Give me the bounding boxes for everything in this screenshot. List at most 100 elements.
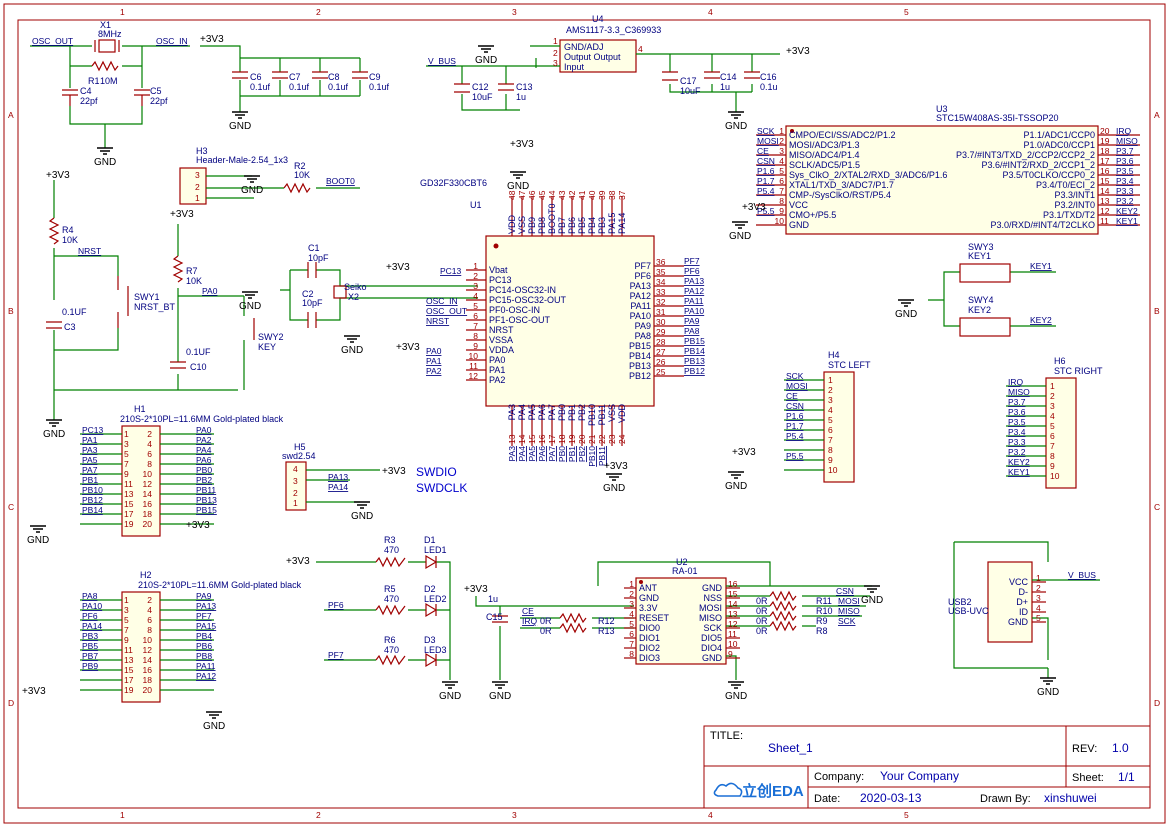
mcu-net-pb1: PB1 xyxy=(567,446,577,462)
stc-pin-13: P3.2/INT0 xyxy=(1054,200,1095,210)
stc-net-right-11: KEY1 xyxy=(1116,216,1138,226)
header-net-miso: MISO xyxy=(1008,387,1030,397)
header-net-pa1: PA1 xyxy=(82,435,98,445)
stc-pin-num: 7 xyxy=(779,186,784,196)
stc-pin-10: GND xyxy=(789,220,810,230)
swy2-ref: SWY2 xyxy=(258,332,284,342)
h5-part: swd2.54 xyxy=(282,451,316,461)
header-pin-num: 12 xyxy=(143,645,153,655)
u4-pin3: Input xyxy=(564,62,585,72)
rf-pin-num: 1 xyxy=(629,579,634,589)
mcu-pin-pb10: PB10 xyxy=(587,404,597,426)
rf-pin-ant: ANT xyxy=(639,583,658,593)
ground-icon xyxy=(728,111,744,119)
net-ce-rf: CE xyxy=(522,606,534,616)
header-pin-num: 3 xyxy=(1050,401,1055,411)
mcu-net-pa11: PA11 xyxy=(684,296,704,306)
header-net-p3.2: P3.2 xyxy=(1008,447,1026,457)
header-pin-num: 20 xyxy=(143,519,153,529)
net-nrst: NRST xyxy=(78,246,101,256)
stc-net-left-5: P1.6 xyxy=(757,166,775,176)
usb-pin-gnd: GND xyxy=(1008,617,1029,627)
c8-ref: C8 xyxy=(328,72,340,82)
power-gnd-label-14: GND xyxy=(351,511,373,522)
r6-ref: R6 xyxy=(384,635,396,645)
c3-value: 0.1UF xyxy=(62,307,87,317)
frame-col-3: 3 xyxy=(512,7,517,17)
mcu-net-pa1: PA1 xyxy=(426,356,442,366)
stc-pin-num: 12 xyxy=(1100,206,1110,216)
header-pin-num: 1 xyxy=(1050,381,1055,391)
mcu-net-pa2: PA2 xyxy=(426,366,442,376)
frame-col-bottom-5: 5 xyxy=(904,810,909,820)
header-net-pb4: PB4 xyxy=(196,631,212,641)
header-pin-num: 10 xyxy=(1050,471,1060,481)
power-gnd-label-9: GND xyxy=(603,483,625,494)
rf-pin-num: 13 xyxy=(728,609,738,619)
mcu-pin-num: 39 xyxy=(597,190,607,200)
r4-value: 10K xyxy=(62,235,78,245)
c6-value: 0.1uf xyxy=(250,82,271,92)
header-net-p1.7: P1.7 xyxy=(786,421,804,431)
header-pin-num: 6 xyxy=(147,615,152,625)
header-h4: H4 STC LEFT 1SCK2MOSI3CE4CSN5P1.66P1.77P… xyxy=(784,350,871,483)
header-net-p5.4: P5.4 xyxy=(786,431,804,441)
mcu-pin-pc13: PC13 xyxy=(489,275,512,285)
c9-value: 0.1uf xyxy=(369,82,390,92)
frame-row-A: A xyxy=(8,110,14,120)
header-net-p1.6: P1.6 xyxy=(786,411,804,421)
net-miso-rf: MISO xyxy=(838,606,860,616)
ground-icon xyxy=(606,473,622,481)
stc-net-left-9: P5.5 xyxy=(757,206,775,216)
stc-pin-18: P3.7/#INT3/TXD_2/CCP2/CCP2_2 xyxy=(956,150,1095,160)
x1-ref: X1 xyxy=(100,20,111,30)
mcu-pin-num: 14 xyxy=(517,434,527,444)
r8-ref: R8 xyxy=(816,626,828,636)
usb-pin-d-: D- xyxy=(1019,587,1029,597)
mcu-net-pb10: PB10 xyxy=(587,446,597,467)
mcu-pin-vdd: VDD xyxy=(507,214,517,234)
r9-ref: R9 xyxy=(816,616,828,626)
mcu-pin-pc15-osc32-out: PC15-OSC32-OUT xyxy=(489,295,567,305)
mcu-pin-pb1: PB1 xyxy=(567,404,577,421)
mcu-pin-num: 26 xyxy=(656,357,666,367)
frame-row-right-C: C xyxy=(1154,502,1160,512)
mcu-net-pa13: PA13 xyxy=(684,276,704,286)
rf-pin-num: 2 xyxy=(629,589,634,599)
power-gnd-label-2: GND xyxy=(475,55,497,66)
header-net-pb1: PB1 xyxy=(82,475,98,485)
header-net-pa14: PA14 xyxy=(82,621,102,631)
mcu-pin-pa7: PA7 xyxy=(547,404,557,420)
title-block: TITLE: Sheet_1 REV: 1.0 Company: Your Co… xyxy=(703,725,1151,809)
mcu-pin-pb15: PB15 xyxy=(629,341,651,351)
mcu-pin-vssa: VSSA xyxy=(489,335,513,345)
c7-value: 0.1uf xyxy=(289,82,310,92)
frame-col-4: 4 xyxy=(708,7,713,17)
header-pin-num: 8 xyxy=(1050,451,1055,461)
rf-pin-reset: RESET xyxy=(639,613,670,623)
stc-pin-14: P3.3/INT1 xyxy=(1054,190,1095,200)
mcu-pin-pb3: PB3 xyxy=(597,217,607,234)
header-net-pa2: PA2 xyxy=(196,435,212,445)
net-pa0-key: PA0 xyxy=(202,286,218,296)
rf-pin-num: 12 xyxy=(728,619,738,629)
mcu-pin-vdd: VDD xyxy=(617,404,627,424)
regulator-u4: U4 AMS1117-3.3_C369933 GND/ADJ Output Ou… xyxy=(426,14,780,112)
c1-ref: C1 xyxy=(308,243,320,253)
frame-col-1: 1 xyxy=(120,7,125,17)
x1-value: 8MHz xyxy=(98,29,122,39)
h4-ref: H4 xyxy=(828,350,840,360)
header-pin-num: 20 xyxy=(143,685,153,695)
ground-icon xyxy=(206,711,222,719)
swy2-name: KEY xyxy=(258,342,276,352)
rf-pin-gnd: GND xyxy=(702,583,723,593)
rf-pin-num: 4 xyxy=(629,609,634,619)
title-label: TITLE: xyxy=(710,730,743,742)
c13-ref: C13 xyxy=(516,82,533,92)
mcu-pin-num: 35 xyxy=(656,267,666,277)
r13-value: 0R xyxy=(540,626,552,636)
power-gnd-label-5: GND xyxy=(43,429,65,440)
rf-pin-gnd: GND xyxy=(702,653,723,663)
header-pin-num: 16 xyxy=(143,665,153,675)
header-pin-num: 5 xyxy=(828,415,833,425)
